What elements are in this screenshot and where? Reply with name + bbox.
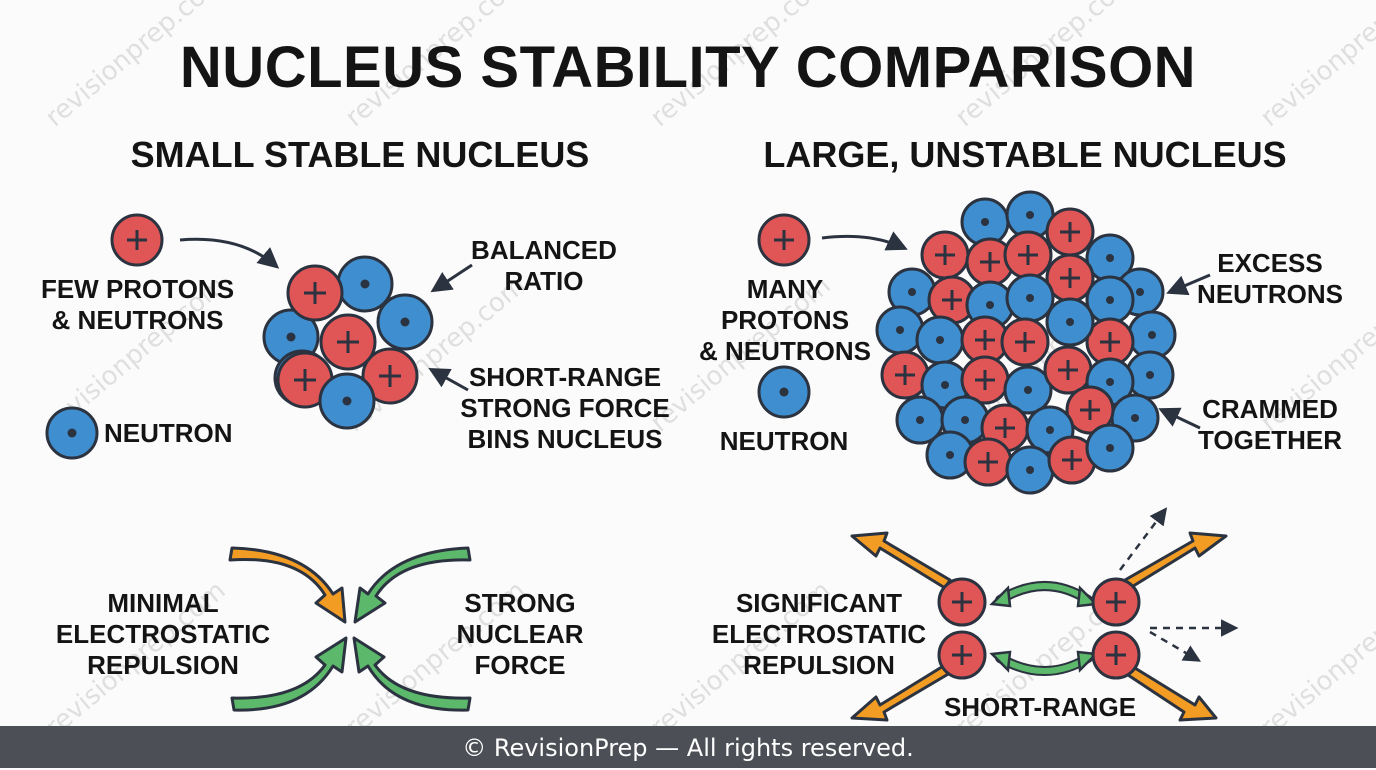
legend-neutron-icon-right	[757, 365, 811, 419]
few-protons-label: FEW PROTONS & NEUTRONS	[40, 274, 235, 335]
excess-neutrons-label: EXCESS NEUTRONS	[1197, 248, 1343, 309]
strong-nuclear-force-label: STRONG NUCLEAR FORCE	[456, 588, 584, 680]
balanced-ratio-label: BALANCED RATIO	[471, 235, 617, 296]
large-nucleus	[875, 190, 1177, 495]
balanced-pointer-arrow	[430, 263, 473, 293]
crammed-together-label: CRAMMED TOGETHER	[1198, 394, 1342, 455]
strong-force-pointer-arrow	[428, 367, 469, 392]
excess-pointer-arrow	[1166, 273, 1211, 296]
minimal-repulsion-label: MINIMAL ELECTROSTATIC REPULSION	[55, 588, 271, 680]
small-nucleus	[262, 255, 434, 430]
right-panel-heading: LARGE, UNSTABLE NUCLEUS	[763, 134, 1287, 175]
page-title: NUCLEUS STABILITY COMPARISON	[179, 35, 1197, 100]
legend-neutron-icon	[45, 406, 99, 460]
diagram-canvas	[45, 190, 1239, 722]
repulsion-arrows-right	[850, 531, 1228, 722]
significant-repulsion-label: SIGNIFICANT ELECTROSTATIC REPULSION	[711, 588, 927, 680]
proton-pointer-arrow	[179, 237, 280, 269]
repulsion-arrows	[228, 546, 347, 624]
proton-pair-left	[937, 577, 987, 680]
strong-force-arrows	[230, 546, 472, 712]
legend-proton-icon-right	[757, 213, 811, 267]
proton-pair-right	[1091, 577, 1141, 680]
neutron-label: NEUTRON	[104, 418, 233, 448]
left-panel-heading: SMALL STABLE NUCLEUS	[130, 134, 590, 175]
legend-proton-icon	[110, 213, 164, 267]
strong-force-arrows-right	[989, 581, 1099, 676]
proton-pointer-arrow-right	[821, 231, 908, 251]
copyright-footer: © RevisionPrep — All rights reserved.	[0, 726, 1376, 768]
crammed-pointer-arrow	[1158, 407, 1201, 430]
dashed-escape-arrows	[1119, 507, 1239, 662]
neutron-label-right: NEUTRON	[719, 426, 849, 456]
short-range-strong-force-label: SHORT-RANGE STRONG FORCE BINS NUCLEUS	[460, 362, 670, 454]
many-protons-label: MANY PROTONS & NEUTRONS	[699, 274, 871, 366]
